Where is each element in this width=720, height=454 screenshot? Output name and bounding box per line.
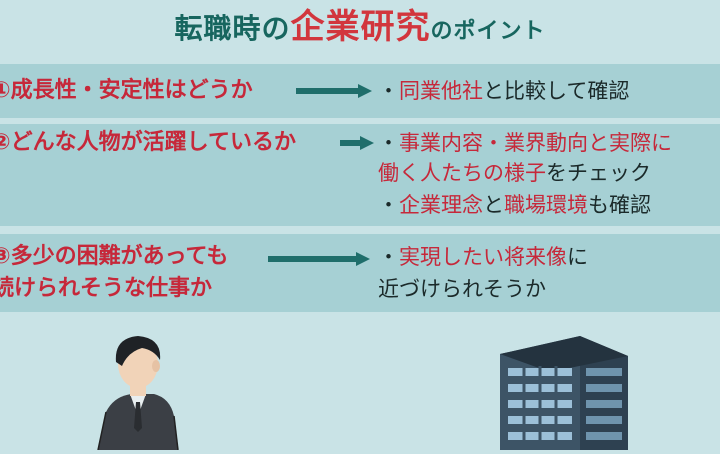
point-row-2: ②どんな人物が活躍しているか ・事業内容・業界動向と実際に 働く人たちの様子をチ… <box>0 124 720 226</box>
answer-3-line-1: ・実現したい将来像に <box>378 245 588 269</box>
point-row-3: ③多少の困難があっても 続けられそうな仕事か ・実現したい将来像に 近づけられそ… <box>0 234 720 312</box>
arrow-right-icon <box>268 252 370 266</box>
answer-1-line-1: ・同業他社と比較して確認 <box>378 79 630 103</box>
answer-2-line-3: ・企業理念と職場環境も確認 <box>378 193 651 217</box>
question-3-line-2: 続けられそうな仕事か <box>0 276 213 301</box>
person-illustration <box>92 332 182 451</box>
title-part1: 転職時の <box>174 12 291 45</box>
arrow-right-icon <box>296 84 372 98</box>
title-highlight: 企業研究 <box>290 7 431 47</box>
answer-3-line-2: 近づけられそうか <box>378 277 546 301</box>
point-row-1: ①成長性・安定性はどうか ・同業他社と比較して確認 <box>0 64 720 118</box>
question-2: ②どんな人物が活躍しているか <box>0 130 296 155</box>
question-1: ①成長性・安定性はどうか <box>0 78 253 103</box>
title-part3: のポイント <box>430 19 546 44</box>
answer-2-line-2: 働く人たちの様子をチェック <box>378 161 651 185</box>
page-title: 転職時の企業研究のポイント <box>0 4 720 50</box>
question-3-line-1: ③多少の困難があっても <box>0 244 229 269</box>
office-building-illustration <box>496 332 636 450</box>
arrow-right-icon <box>340 136 374 150</box>
answer-2-line-1: ・事業内容・業界動向と実際に <box>378 131 672 155</box>
